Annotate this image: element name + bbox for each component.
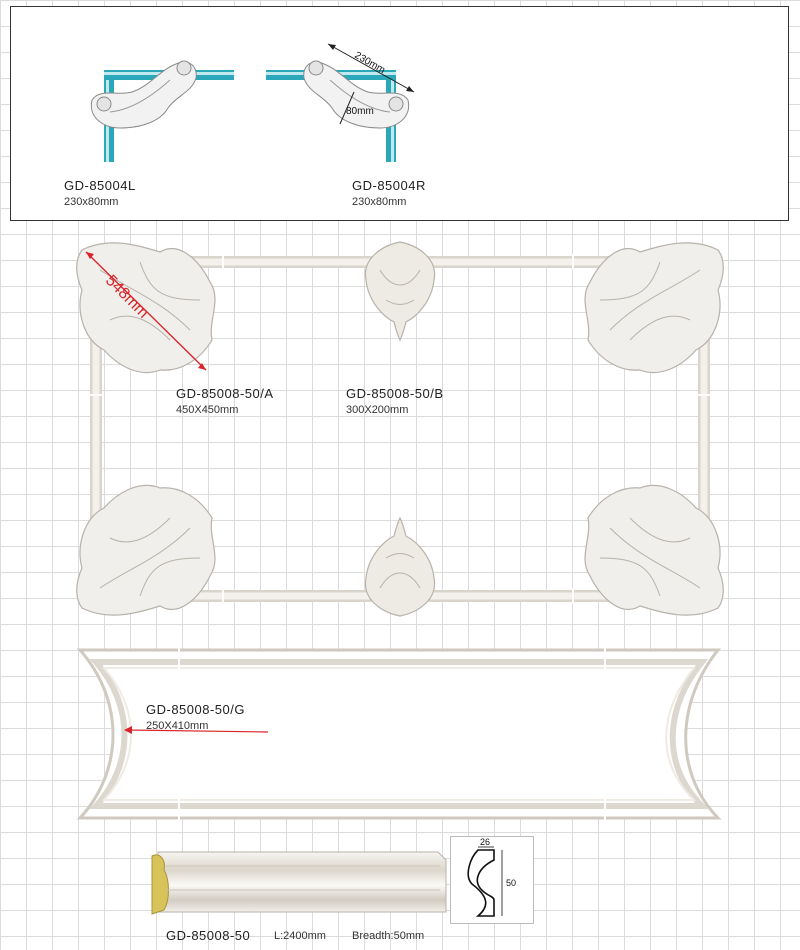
right-item-size: 230x80mm (352, 196, 407, 208)
profile-height-label: 50 (506, 878, 517, 888)
left-item-size: 230x80mm (64, 196, 119, 208)
center-ornament-top (364, 241, 436, 342)
corner-item-code: GD-85008-50/A (176, 386, 274, 401)
center-item-code: GD-85008-50/B (346, 386, 444, 401)
left-item-code: GD-85004L (64, 178, 136, 193)
profile-drawing-box (450, 836, 534, 924)
corner-item-size: 450X450mm (176, 404, 239, 416)
center-item-size: 300X200mm (346, 404, 409, 416)
molding-length: L:2400mm (274, 930, 326, 942)
corner-ornament-br (584, 484, 724, 616)
corner-ornament-tr (584, 242, 724, 374)
molding-breadth: Breadth:50mm (352, 930, 425, 942)
center-ornament-bottom (364, 516, 436, 617)
corner-ornament-bl (76, 484, 216, 616)
right-item-code: GD-85004R (352, 178, 426, 193)
profile-width-label: 26 (480, 837, 491, 847)
curved-frame-size: 250X410mm (146, 720, 209, 732)
curved-frame-code: GD-85008-50/G (146, 702, 245, 717)
molding-code: GD-85008-50 (166, 928, 251, 943)
dim-width-label: 80mm (346, 106, 374, 117)
diagonal-dimension-label: 548mm (101, 272, 152, 322)
